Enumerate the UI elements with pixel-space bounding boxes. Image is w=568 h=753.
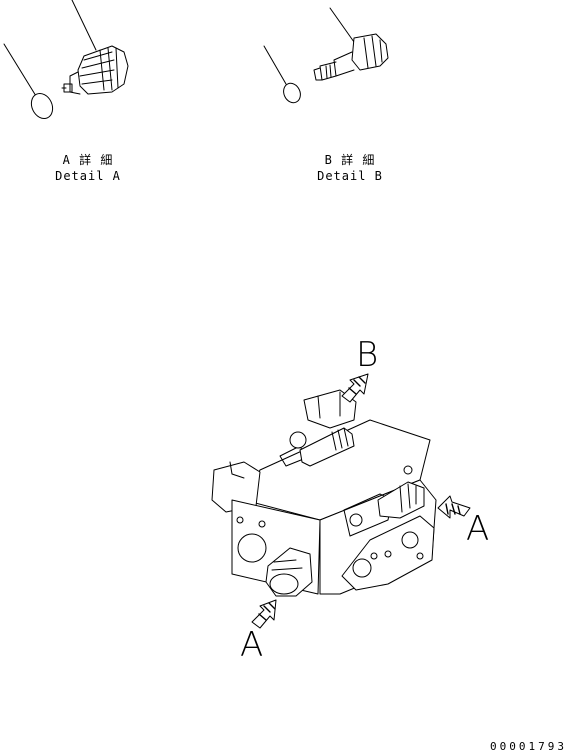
detail-a-jp-label: A 詳 細 xyxy=(62,153,114,167)
control-valve-block xyxy=(211,389,437,597)
detail-a-cartridge xyxy=(61,0,129,95)
arrow-a-bottom xyxy=(251,599,277,629)
detail-b-jp-label: B 詳 細 xyxy=(324,153,376,167)
callout-b-label: B xyxy=(356,335,379,375)
callout-a-right-label: A xyxy=(466,509,490,549)
detail-a-caption: A 詳 細 Detail A xyxy=(48,152,128,184)
drawing-number: 00001793 xyxy=(490,740,567,753)
detail-a-en-label: Detail A xyxy=(55,169,121,183)
arrow-b xyxy=(341,373,369,403)
callout-a-bottom-label: A xyxy=(240,625,264,665)
detail-b-cartridge xyxy=(313,7,389,81)
detail-b-oring xyxy=(263,45,301,104)
arrow-a-right xyxy=(437,495,471,519)
detail-b-caption: B 詳 細 Detail B xyxy=(310,152,390,184)
detail-b-en-label: Detail B xyxy=(317,169,383,183)
detail-a-oring xyxy=(3,43,54,120)
